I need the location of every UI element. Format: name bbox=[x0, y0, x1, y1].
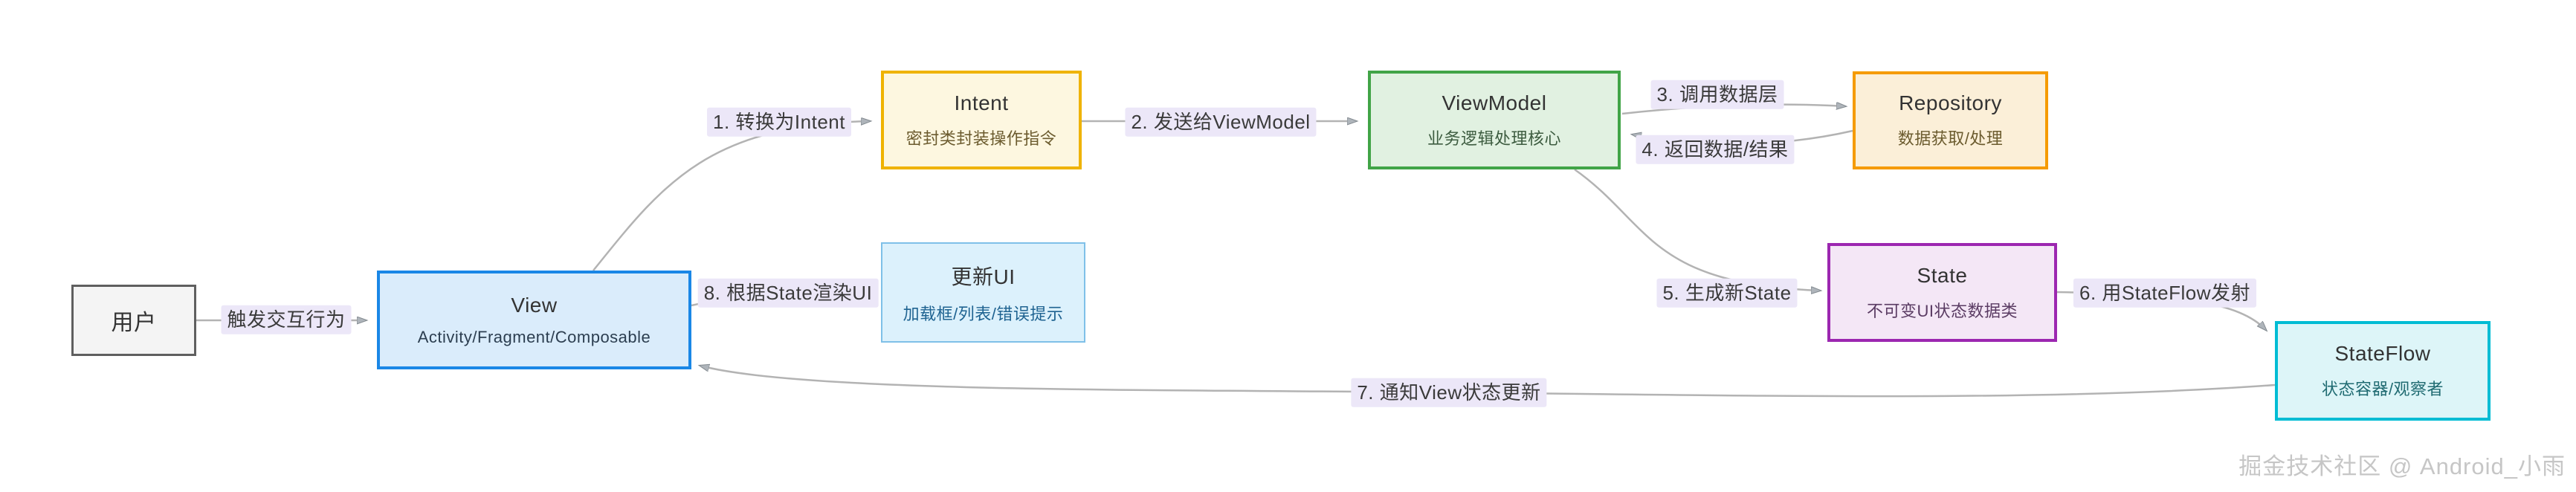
edge-label-user-view: 触发交互行为 bbox=[221, 305, 352, 334]
node-repository-title: Repository bbox=[1899, 91, 2002, 114]
edge-label-intent-viewmodel: 2. 发送给ViewModel bbox=[1125, 107, 1317, 137]
node-update-ui-subtitle: 加载框/列表/错误提示 bbox=[903, 304, 1064, 323]
node-repository-subtitle: 数据获取/处理 bbox=[1897, 129, 2004, 148]
node-intent[interactable]: Intent 密封类封装操作指令 bbox=[881, 71, 1082, 169]
node-view-subtitle: Activity/Fragment/Composable bbox=[417, 327, 651, 346]
node-state-title: State bbox=[1917, 263, 1968, 287]
node-repository[interactable]: Repository 数据获取/处理 bbox=[1853, 71, 2048, 169]
edge-viewmodel-state bbox=[1574, 168, 1820, 291]
node-update-ui-title: 更新UI bbox=[951, 265, 1016, 288]
edge-view-intent bbox=[593, 121, 870, 271]
node-view[interactable]: View Activity/Fragment/Composable bbox=[377, 271, 691, 369]
edge-label-view-intent: 1. 转换为Intent bbox=[707, 107, 851, 137]
node-viewmodel-title: ViewModel bbox=[1442, 91, 1547, 114]
node-stateflow-subtitle: 状态容器/观察者 bbox=[2321, 380, 2444, 398]
node-stateflow[interactable]: StateFlow 状态容器/观察者 bbox=[2275, 321, 2491, 421]
edge-label-viewmodel-state: 5. 生成新State bbox=[1656, 278, 1798, 308]
node-viewmodel[interactable]: ViewModel 业务逻辑处理核心 bbox=[1368, 71, 1621, 169]
node-user[interactable]: 用户 bbox=[71, 285, 196, 356]
node-update-ui[interactable]: 更新UI 加载框/列表/错误提示 bbox=[881, 242, 1085, 343]
edge-label-stateflow-view: 7. 通知View状态更新 bbox=[1351, 378, 1547, 407]
node-view-title: View bbox=[511, 293, 558, 317]
node-intent-subtitle: 密封类封装操作指令 bbox=[906, 129, 1057, 148]
node-intent-title: Intent bbox=[954, 91, 1009, 114]
node-state[interactable]: State 不可变UI状态数据类 bbox=[1827, 243, 2057, 342]
node-viewmodel-subtitle: 业务逻辑处理核心 bbox=[1427, 129, 1561, 148]
node-user-title: 用户 bbox=[111, 311, 157, 335]
edge-label-view-updateui: 8. 根据State渲染UI bbox=[697, 278, 879, 308]
node-state-subtitle: 不可变UI状态数据类 bbox=[1866, 301, 2018, 320]
node-stateflow-title: StateFlow bbox=[2334, 342, 2431, 365]
edge-label-repository-viewmodel: 4. 返回数据/结果 bbox=[1636, 135, 1795, 164]
watermark: 掘金技术社区 @ Android_小雨 bbox=[2238, 453, 2566, 479]
edge-label-viewmodel-repository: 3. 调用数据层 bbox=[1650, 80, 1784, 109]
edge-label-state-stateflow: 6. 用StateFlow发射 bbox=[2073, 278, 2257, 308]
